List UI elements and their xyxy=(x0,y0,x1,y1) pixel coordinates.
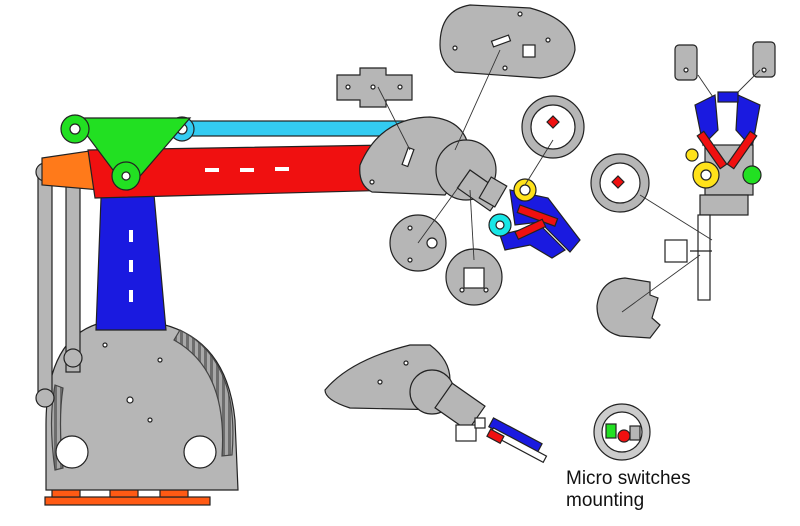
gripper-main xyxy=(478,176,581,259)
arm-detail-bottom xyxy=(324,344,548,464)
gear-disk-right xyxy=(590,153,713,241)
gear-disk-top xyxy=(521,95,585,159)
caption-line-1: Micro switches xyxy=(566,468,691,489)
green-triangle-link xyxy=(60,114,192,191)
parallel-rod-left xyxy=(35,162,83,408)
parallel-bar-cyan xyxy=(169,116,413,142)
round-plate-bottom xyxy=(445,248,503,306)
shoulder-plate-top xyxy=(439,4,576,79)
base-plate xyxy=(44,488,211,506)
caption-line-2: mounting xyxy=(566,490,645,511)
micro-switch-icon xyxy=(593,403,651,461)
base-gear xyxy=(45,319,239,491)
gripper-exploded xyxy=(664,41,776,301)
servo-plate-right xyxy=(596,254,701,339)
leader-lines xyxy=(377,49,554,261)
bracket-plate xyxy=(336,67,413,108)
main-arm-assembly xyxy=(35,114,581,506)
micro-switch-caption: Micro switches mounting xyxy=(566,468,691,512)
